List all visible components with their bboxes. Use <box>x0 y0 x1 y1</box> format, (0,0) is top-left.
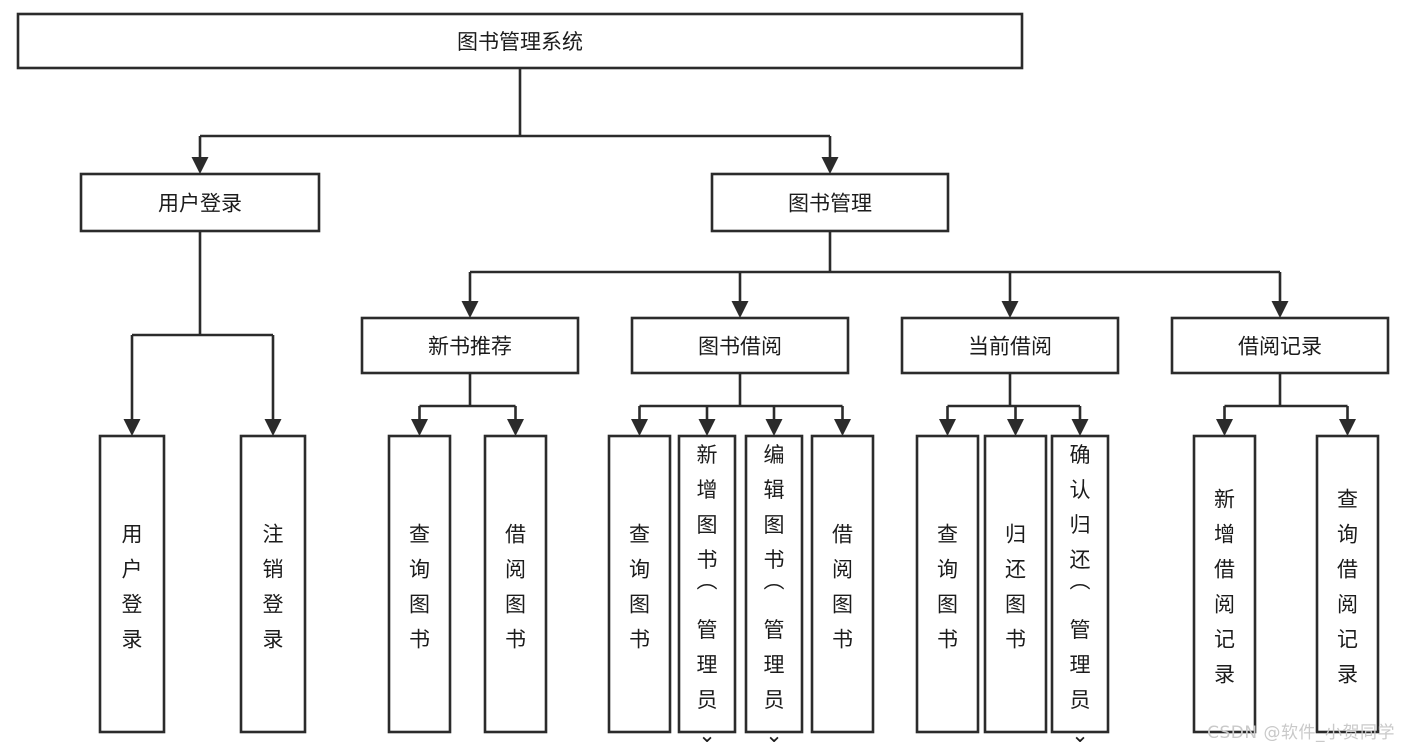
node-label-编辑图书管理员: 编辑图书⌒管理员⌄ <box>764 443 785 747</box>
node-box-借阅记录[interactable] <box>1170 316 1390 375</box>
node-l2-0[interactable]: 用户登录 <box>79 172 321 233</box>
node-box-图书管理[interactable] <box>710 172 950 233</box>
arrow-head-bookmgmt-0 <box>461 301 479 318</box>
node-label-用户登录: 用户登录 <box>158 192 242 216</box>
arrow-head-root-0 <box>191 157 209 174</box>
node-label-确认归还管理员: 确认归还⌒管理员⌄ <box>1070 443 1091 747</box>
node-leaf-2[interactable]: 查询图书 <box>387 434 452 734</box>
node-l3-2[interactable]: 当前借阅 <box>900 316 1120 375</box>
arrow-head-borrow-3 <box>834 419 851 436</box>
node-leaf-5[interactable]: 新增图书⌒管理员⌄ <box>677 434 737 747</box>
connector-layer <box>123 68 1356 436</box>
node-box-注销登录[interactable] <box>239 434 307 734</box>
arrow-head-bookmgmt-3 <box>1271 301 1289 318</box>
node-label-图书管理: 图书管理 <box>788 192 872 216</box>
node-l2-1[interactable]: 图书管理 <box>710 172 950 233</box>
node-leaf-7[interactable]: 借阅图书 <box>810 434 875 734</box>
node-label-查询图书: 查询图书 <box>409 522 430 651</box>
arrow-head-current-1 <box>1007 419 1024 436</box>
node-label-查询图书: 查询图书 <box>629 522 650 651</box>
node-label-借阅图书: 借阅图书 <box>832 522 853 651</box>
arrow-head-current-0 <box>939 419 956 436</box>
node-l3-1[interactable]: 图书借阅 <box>630 316 850 375</box>
node-box-新书推荐[interactable] <box>360 316 580 375</box>
arrow-head-record-1 <box>1339 419 1356 436</box>
node-box-查询借阅记录[interactable] <box>1315 434 1380 734</box>
node-box-新增图书管理员[interactable] <box>677 434 737 734</box>
arrow-head-borrow-0 <box>631 419 648 436</box>
arrow-head-root-1 <box>821 157 839 174</box>
node-box-用户登录[interactable] <box>79 172 321 233</box>
node-leaf-3[interactable]: 借阅图书 <box>483 434 548 734</box>
node-box-新增借阅记录[interactable] <box>1192 434 1257 734</box>
arrow-head-bookmgmt-1 <box>731 301 749 318</box>
node-box-借阅图书[interactable] <box>810 434 875 734</box>
node-label-新增图书管理员: 新增图书⌒管理员⌄ <box>697 443 718 747</box>
node-root-0[interactable]: 图书管理系统 <box>16 12 1024 70</box>
node-label-注销登录: 注销登录 <box>263 522 284 651</box>
node-label-图书管理系统: 图书管理系统 <box>457 30 583 54</box>
node-leaf-6[interactable]: 编辑图书⌒管理员⌄ <box>744 434 804 747</box>
node-label-新书推荐: 新书推荐 <box>428 335 512 359</box>
arrow-head-newbook-1 <box>507 419 524 436</box>
node-label-查询图书: 查询图书 <box>937 522 958 651</box>
node-box-确认归还管理员[interactable] <box>1050 434 1110 734</box>
node-leaf-10[interactable]: 确认归还⌒管理员⌄ <box>1050 434 1110 747</box>
node-label-查询借阅记录: 查询借阅记录 <box>1337 487 1358 686</box>
node-leaf-8[interactable]: 查询图书 <box>915 434 980 734</box>
node-label-借阅图书: 借阅图书 <box>505 522 526 651</box>
node-label-借阅记录: 借阅记录 <box>1238 335 1322 359</box>
node-box-归还图书[interactable] <box>983 434 1048 734</box>
node-box-编辑图书管理员[interactable] <box>744 434 804 734</box>
node-leaf-0[interactable]: 用户登录 <box>98 434 166 734</box>
arrow-head-newbook-0 <box>411 419 428 436</box>
node-box-图书管理系统[interactable] <box>16 12 1024 70</box>
arrow-head-bookmgmt-2 <box>1001 301 1019 318</box>
node-box-查询图书[interactable] <box>387 434 452 734</box>
node-box-用户登录[interactable] <box>98 434 166 734</box>
arrow-head-borrow-1 <box>698 419 716 436</box>
node-layer: 图书管理系统用户登录图书管理新书推荐图书借阅当前借阅借阅记录用户登录注销登录查询… <box>16 12 1390 747</box>
node-label-新增借阅记录: 新增借阅记录 <box>1214 487 1235 686</box>
arrow-head-userlogin-0 <box>123 419 141 436</box>
node-label-图书借阅: 图书借阅 <box>698 335 782 359</box>
arrow-head-userlogin-1 <box>264 419 282 436</box>
node-box-借阅图书[interactable] <box>483 434 548 734</box>
arrow-head-borrow-2 <box>765 419 783 436</box>
node-leaf-9[interactable]: 归还图书 <box>983 434 1048 734</box>
node-leaf-4[interactable]: 查询图书 <box>607 434 672 734</box>
node-leaf-1[interactable]: 注销登录 <box>239 434 307 734</box>
node-box-图书借阅[interactable] <box>630 316 850 375</box>
arrow-head-current-2 <box>1071 419 1089 436</box>
node-box-查询图书[interactable] <box>607 434 672 734</box>
node-box-查询图书[interactable] <box>915 434 980 734</box>
node-leaf-12[interactable]: 查询借阅记录 <box>1315 434 1380 734</box>
node-l3-3[interactable]: 借阅记录 <box>1170 316 1390 375</box>
arrow-head-record-0 <box>1216 419 1233 436</box>
node-label-当前借阅: 当前借阅 <box>968 335 1052 359</box>
node-label-用户登录: 用户登录 <box>122 522 143 651</box>
node-box-当前借阅[interactable] <box>900 316 1120 375</box>
node-label-归还图书: 归还图书 <box>1005 522 1026 651</box>
node-leaf-11[interactable]: 新增借阅记录 <box>1192 434 1257 734</box>
node-l3-0[interactable]: 新书推荐 <box>360 316 580 375</box>
